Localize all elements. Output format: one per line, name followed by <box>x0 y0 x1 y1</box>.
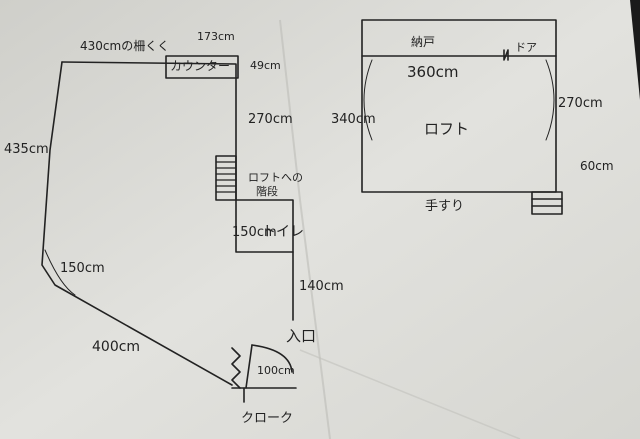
label-cloak: クローク <box>241 411 294 426</box>
label-diagonal-long: 400cm <box>92 339 141 355</box>
counter-shape <box>165 55 239 79</box>
label-left-wall: 435cm <box>4 142 49 157</box>
label-storage: 納戸 <box>411 35 436 49</box>
label-counter-depth: 49cm <box>250 59 281 72</box>
stairs-steps <box>215 161 237 193</box>
label-counter-width: 173cm <box>197 30 235 43</box>
loft-door-mark <box>503 49 509 61</box>
label-stairs-note-2: 階段 <box>256 185 278 198</box>
label-loft-right-height: 270cm <box>558 96 603 111</box>
label-toilet-width: 150cm <box>232 225 277 240</box>
door-swing-arc <box>251 344 293 373</box>
label-door-width: 100cm <box>257 364 295 377</box>
loft-stairs <box>531 191 563 215</box>
toilet-outline <box>235 199 294 253</box>
label-top-wall: 430cmの柵くく <box>80 39 170 53</box>
arc-main-diag <box>44 249 76 296</box>
label-loft-door: ドア <box>515 41 537 54</box>
label-loft-left-height: 340cm <box>331 112 376 127</box>
label-right-wall-upper: 270cm <box>248 112 293 127</box>
paper-fold <box>279 19 331 439</box>
paper-crease <box>299 349 521 439</box>
label-counter: カウンター <box>170 59 231 73</box>
entrance-zigzag <box>231 347 241 389</box>
label-entrance: 入口 <box>286 327 317 345</box>
label-diagonal-short: 150cm <box>60 261 105 276</box>
arc-left-loft <box>363 59 373 141</box>
stairs-shape <box>215 155 237 201</box>
label-stairs-note-1: ロフトへの <box>248 171 303 184</box>
arc-right-loft <box>545 59 555 141</box>
label-loft-opening: 60cm <box>580 159 614 173</box>
door-line <box>245 344 253 389</box>
label-loft-top-width: 360cm <box>407 63 459 81</box>
label-loft-room: ロフト <box>424 120 470 138</box>
label-railing: 手すり <box>425 199 465 214</box>
main-floor-outline <box>61 61 294 321</box>
main-left-wall <box>41 61 233 386</box>
label-right-wall-lower: 140cm <box>299 279 344 294</box>
loft-outline <box>361 19 557 193</box>
label-toilet: トイレ <box>262 224 304 240</box>
